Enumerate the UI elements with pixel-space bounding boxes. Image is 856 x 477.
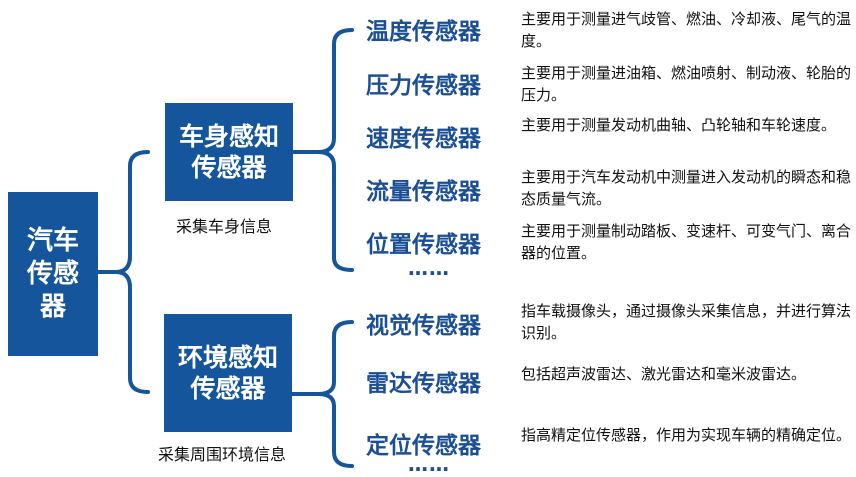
env-bracket: [317, 320, 354, 468]
sensor-temperature-name: 温度传感器: [366, 19, 481, 45]
sensor-radar-desc: 包括超声波雷达、激光雷达和毫米波雷达。: [521, 365, 807, 383]
category-body-box: 车身感知传感器: [165, 103, 293, 201]
category-env-caption: 采集周围环境信息: [158, 445, 287, 464]
sensor-vision-desc: 指车载摄像头，通过摄像头采集信息，并进行算法识别。: [521, 302, 852, 342]
root-bracket: [115, 150, 150, 394]
category-env-box: 环境感知传感器: [164, 314, 292, 432]
category-body-caption: 采集车身信息: [176, 217, 273, 236]
sensor-position-desc: 主要用于测量制动踏板、变速杆、可变气门、离合器的位置。: [521, 222, 852, 262]
body-ellipsis: ……: [408, 256, 450, 280]
sensor-speed-desc: 主要用于测量发动机曲轴、凸轮轴和车轮速度。: [521, 116, 837, 134]
root-box: 汽车传感器: [8, 192, 98, 356]
sensor-pressure-desc: 主要用于测量进油箱、燃油喷射、制动液、轮胎的压力。: [521, 64, 852, 104]
sensor-radar-name: 雷达传感器: [366, 371, 481, 397]
sensor-position-name: 位置传感器: [366, 232, 481, 258]
sensor-temperature-desc: 主要用于测量进气歧管、燃油、冷却液、尾气的温度。: [521, 10, 852, 50]
category-env-label: 环境感知传感器: [178, 343, 279, 403]
sensor-speed-name: 速度传感器: [366, 126, 481, 152]
sensor-positioning-desc: 指高精定位传感器，作用为实现车辆的精确定位。: [521, 426, 852, 444]
sensor-vision-name: 视觉传感器: [366, 313, 481, 339]
sensor-positioning-name: 定位传感器: [366, 433, 481, 459]
sensor-pressure-name: 压力传感器: [366, 73, 481, 99]
root-label: 汽车传感器: [26, 225, 79, 322]
category-body-label: 车身感知传感器: [179, 122, 280, 182]
env-ellipsis: ……: [408, 452, 450, 476]
sensor-flow-name: 流量传感器: [366, 179, 481, 205]
body-bracket: [317, 28, 354, 272]
sensor-flow-desc: 主要用于汽车发动机中测量进入发动机的瞬态和稳态质量气流。: [521, 168, 852, 208]
